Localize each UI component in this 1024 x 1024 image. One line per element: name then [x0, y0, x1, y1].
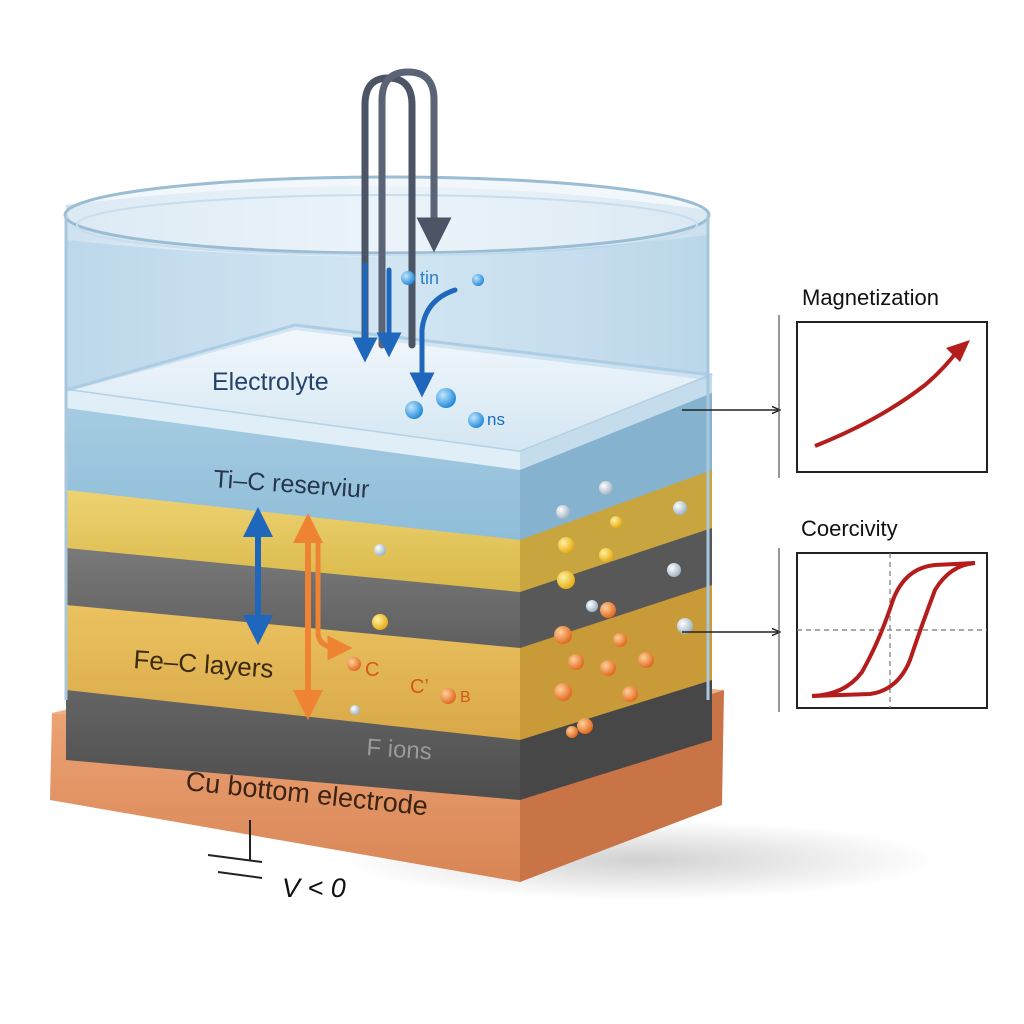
coercivity-title: Coercivity [801, 516, 898, 541]
voltage-source-symbol [207, 820, 263, 879]
coercivity-inset: Coercivity [778, 516, 988, 712]
magnetization-inset: Magnetization [778, 285, 988, 478]
hysteresis-upper [811, 561, 976, 698]
orange-bent-arrow [315, 540, 353, 661]
electrolyte-slab [65, 323, 713, 470]
ion-label-c2: C’ [410, 676, 429, 698]
beaker-rim-inner [76, 194, 698, 256]
ion-label-mid: ns [487, 410, 505, 429]
blue-ions [401, 271, 484, 428]
probe-wire [352, 68, 458, 398]
ion-label-b: B [460, 689, 471, 706]
magnetization-curve [814, 348, 960, 448]
voltage-label: V < 0 [282, 873, 346, 903]
ion-label-top: tin [420, 268, 439, 288]
yellow-ions [372, 516, 622, 630]
beaker-rim [63, 175, 711, 255]
hysteresis-lower [811, 561, 976, 698]
gray-ions [350, 481, 693, 715]
electrolyte-label: Electrolyte [212, 368, 329, 396]
ions-label: F ions [366, 734, 433, 765]
magnetization-title: Magnetization [802, 285, 939, 310]
magnetization-arrowhead [946, 340, 970, 362]
ion-label-c1: C [365, 659, 379, 681]
orange-ions [347, 602, 654, 738]
